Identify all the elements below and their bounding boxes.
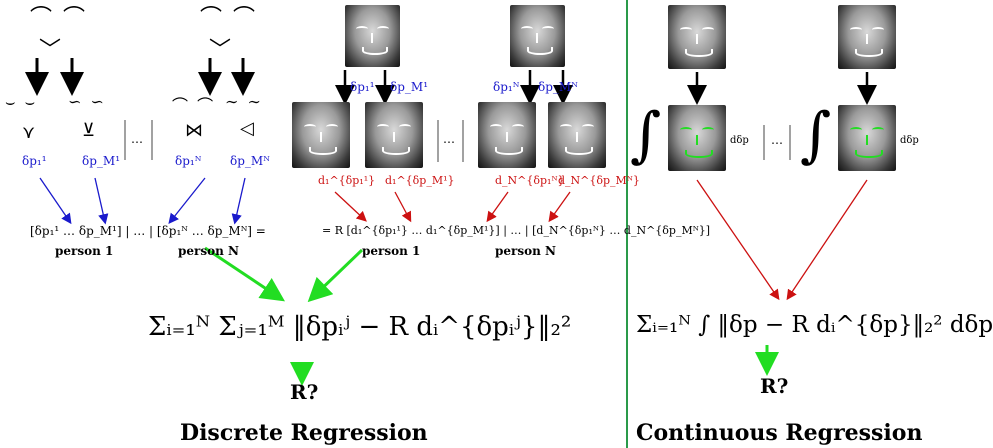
continuous-equation: Σᵢ₌₁ᴺ ∫ ‖δp − R dᵢ^{δp}‖₂² dδp — [636, 312, 993, 338]
sketch-face-mid-4: ∼ ∼ — [225, 92, 263, 111]
middle-person-n: person N — [495, 244, 556, 258]
left-dots: … — [131, 132, 143, 146]
continuous-title: Continuous Regression — [636, 420, 923, 446]
middle-matrix: = R [d₁^{δp₁¹} … d₁^{δp_M¹}] | … | [d_N^… — [322, 224, 711, 237]
left-matrix: [δp₁¹ … δp_M¹] | … | [δp₁ᴺ … δp_Mᴺ] = — [30, 224, 266, 238]
left-arrows — [25, 58, 573, 386]
d-label-1: d₁^{δp₁¹} — [318, 174, 376, 187]
middle-dots: … — [443, 132, 455, 146]
face-photo-top-1 — [345, 5, 400, 67]
sketch-face-mid-2: ∽ ∽ — [68, 92, 106, 111]
face-photo-right-mid-2 — [838, 105, 896, 171]
sketch-mouth-4: ◁ — [240, 118, 256, 139]
sketch-mouth-3: ⋈ — [185, 120, 205, 141]
top-label-3: δp₁ᴺ — [493, 80, 520, 94]
face-photo-mid-2 — [365, 102, 423, 168]
discrete-title: Discrete Regression — [180, 420, 428, 446]
sketch-label-1: δp₁¹ — [22, 154, 47, 168]
sketch-mouth-2: ⊻ — [82, 120, 98, 141]
integrand-label-1: dδp — [730, 135, 749, 146]
face-photo-top-2 — [510, 5, 565, 67]
left-person-1: person 1 — [55, 244, 114, 258]
right-dots: … — [771, 133, 783, 147]
integral-sign-2: ∫ — [800, 100, 832, 170]
left-person-n: person N — [178, 244, 239, 258]
face-photo-right-mid-1 — [668, 105, 726, 171]
sketch-face-mid-3: ⌒ ⌒ — [172, 96, 216, 115]
face-photo-right-top-1 — [668, 5, 726, 69]
sketch-face-top-2: ⌒ ⌒ ﹀ — [200, 6, 257, 63]
face-photo-mid-3 — [478, 102, 536, 168]
top-label-4: δp_Mᴺ — [538, 80, 578, 94]
sketch-face-top-1: ⌒ ⌒ ﹀ — [30, 6, 87, 63]
figure: ⌒ ⌒ ﹀ ⌒ ⌒ ﹀ — [5, 0, 993, 448]
sketch-label-4: δp_Mᴺ — [230, 154, 270, 168]
integrand-label-2: dδp — [900, 135, 919, 146]
sketch-mouth-1: ⋎ — [22, 122, 38, 143]
d-label-3: d_N^{δp₁ᴺ} — [495, 174, 565, 187]
right-arrows — [687, 72, 877, 376]
top-label-2: δp_M¹ — [390, 80, 429, 94]
sketch-face-mid-1: ⌣ ⌣ — [5, 92, 38, 111]
face-photo-mid-1 — [292, 102, 350, 168]
face-photo-right-top-2 — [838, 5, 896, 69]
sketch-label-2: δp_M¹ — [82, 154, 121, 168]
integral-sign-1: ∫ — [630, 100, 662, 170]
d-label-4: d_N^{δp_Mᴺ} — [558, 174, 640, 187]
discrete-equation: Σᵢ₌₁ᴺ Σⱼ₌₁ᴹ ‖δpᵢʲ − R dᵢ^{δpᵢʲ}‖₂² — [148, 312, 572, 342]
face-photo-mid-4 — [548, 102, 606, 168]
top-label-1: δp₁¹ — [350, 80, 375, 94]
sketch-label-3: δp₁ᴺ — [175, 154, 202, 168]
d-label-2: d₁^{δp_M¹} — [385, 174, 455, 187]
section-divider — [626, 0, 628, 448]
middle-person-1: person 1 — [362, 244, 421, 258]
discrete-result: R? — [290, 380, 319, 404]
continuous-result: R? — [760, 374, 789, 398]
